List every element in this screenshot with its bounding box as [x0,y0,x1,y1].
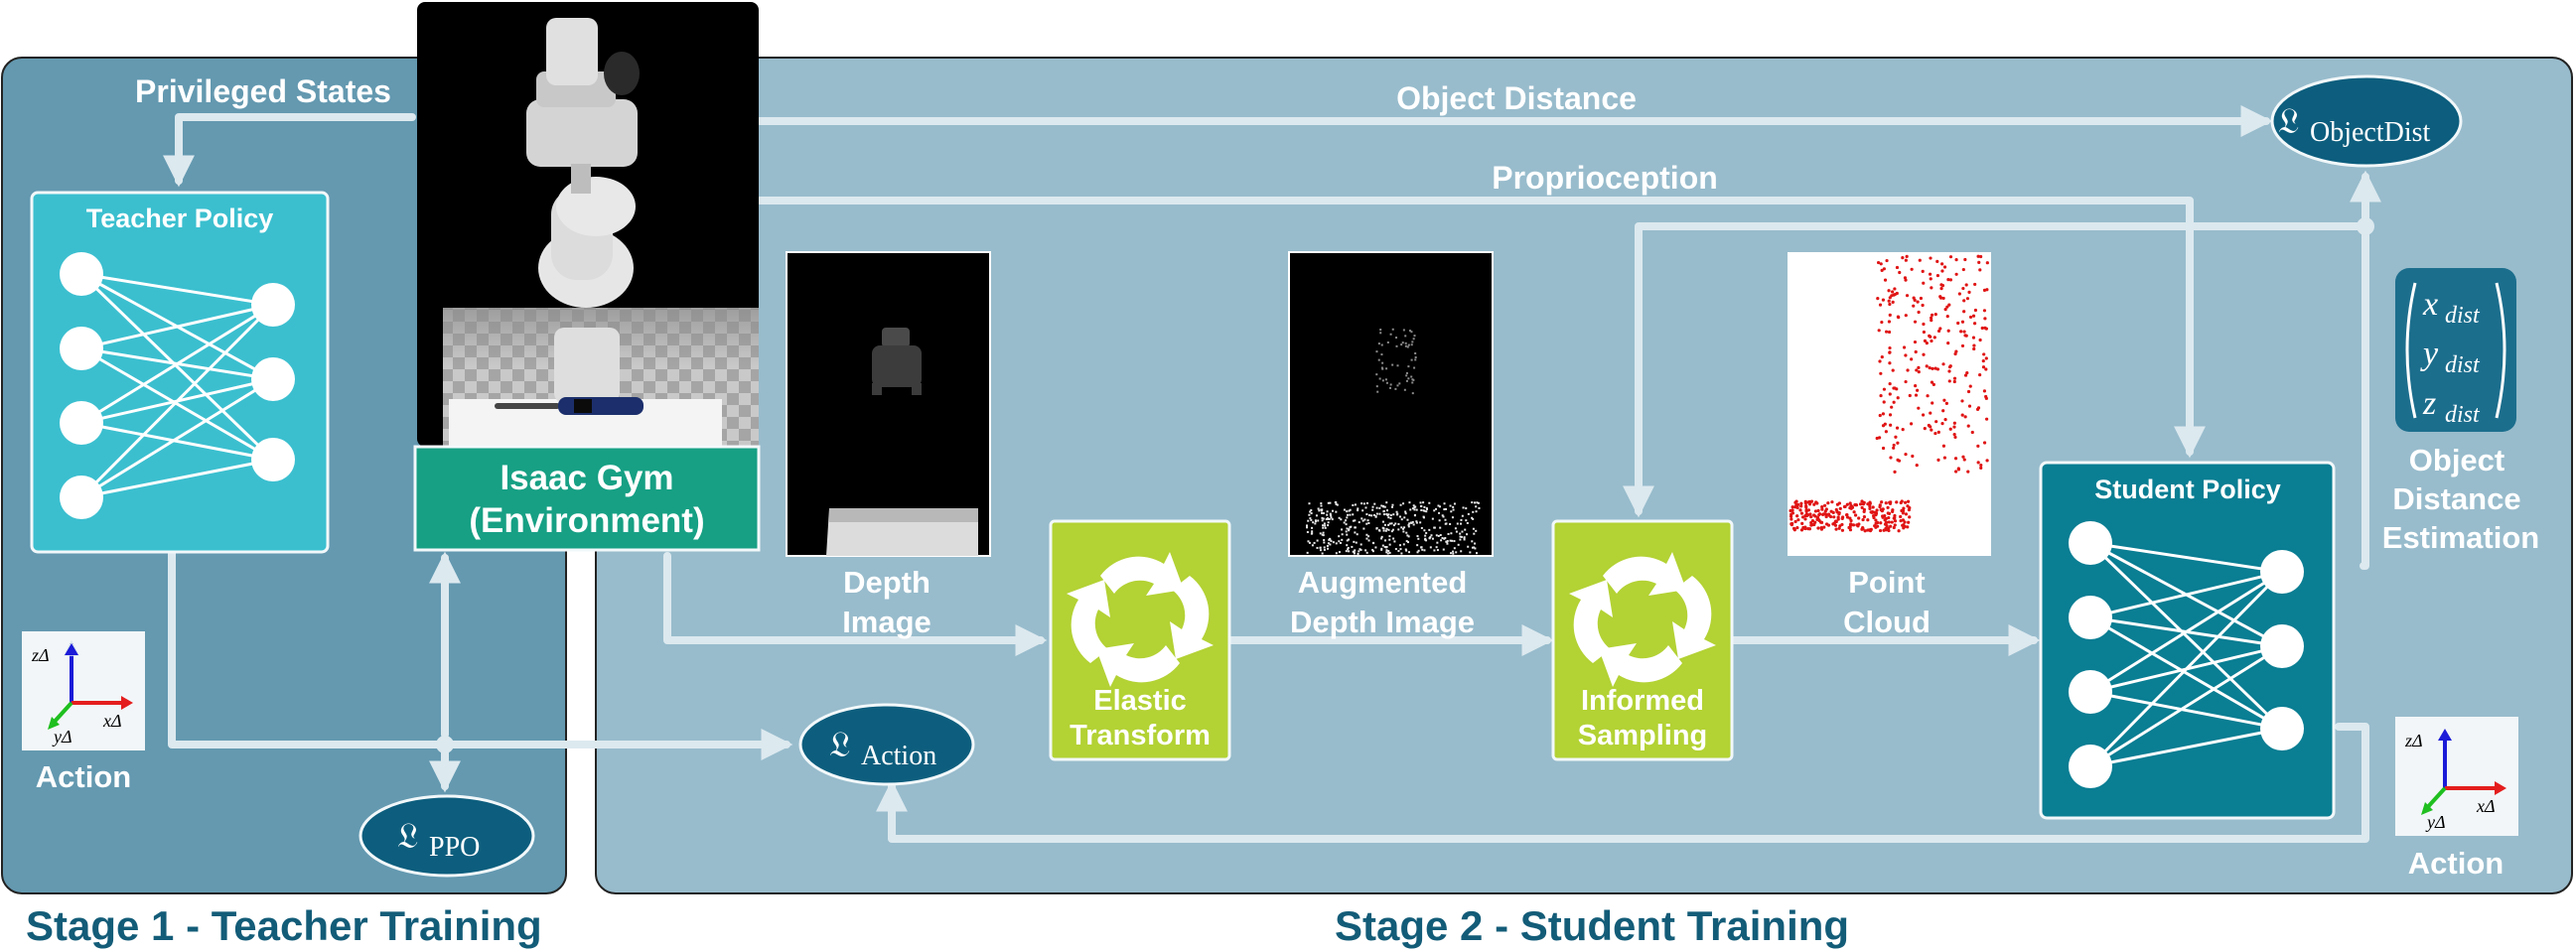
axis-y-label-left: yΔ [52,727,72,747]
isaac-gym-render [417,2,759,447]
augmented-depth-label-2: Depth Image [1290,605,1475,639]
environment-box [413,445,761,552]
loss-action [798,703,975,786]
loss-ppo-symbol: 𝔏 [397,816,418,856]
cycle-arrows-icon [1569,552,1716,687]
elastic-transform-line1: Elastic [1093,685,1187,717]
depth-image-label-2: Image [842,605,931,639]
point-cloud-label-1: Point [1848,565,1926,600]
augmented-depth-label-1: Augmented [1298,565,1468,600]
proprioception-arrow [756,197,2206,459]
environment-line2: (Environment) [469,501,704,540]
point-cloud-label-2: Cloud [1843,605,1931,639]
axis-y-label-right: yΔ [2425,812,2446,832]
action-frame-icon-left [22,631,145,750]
action-label-right: Action [2408,846,2504,881]
cycle-arrows-icon [1067,552,1214,687]
loss-ppo [358,794,535,878]
junction-dot [2357,217,2374,235]
distance-estimation-label-1: Object [2409,443,2504,477]
action-label-left: Action [36,759,131,794]
stage2-title: Stage 2 - Student Training [1335,902,1849,949]
proprioception-label: Proprioception [1492,160,1718,196]
environment-line1: Isaac Gym [500,459,673,497]
proprioception-to-sampling-arrow [1623,222,2369,518]
loss-ppo-subscript: PPO [429,832,480,863]
distance-estimation-label-2: Distance [2392,481,2520,516]
student-network-nodes [2069,521,2304,788]
distance-vector-box [2395,268,2516,432]
y-dist-var: y [2420,336,2439,372]
depth-to-elastic-arrow [663,552,1048,656]
vector-bracket-right [2495,282,2506,419]
student-policy-title: Student Policy [2094,475,2281,504]
loss-objectdist-symbol: 𝔏 [2278,101,2299,141]
y-dist-sub: dist [2445,352,2481,378]
vector-bracket-left [2405,282,2417,419]
junction-dot [436,736,454,753]
distance-estimation-label-3: Estimation [2382,520,2539,555]
loss-objectdist [2270,74,2463,168]
z-dist-var: z [2422,385,2436,422]
loss-objectdist-subscript: ObjectDist [2310,117,2431,148]
point-cloud-render [1788,252,1991,556]
depth-image-render [786,251,991,557]
informed-sampling-line2: Sampling [1578,720,1708,751]
teacher-policy-title: Teacher Policy [86,204,274,233]
action-frame-icon-right [2395,717,2518,836]
elastic-transform-line2: Transform [1070,720,1211,751]
screwdriver-icon [495,397,644,415]
student-network-edges [2088,541,2284,768]
informed-sampling-box [1551,519,1734,761]
teacher-network-edges [79,272,275,499]
stage1-title: Stage 1 - Teacher Training [26,902,542,949]
x-dist-var: x [2422,286,2438,323]
distance-estimate-arrow [2350,170,2381,570]
privileged-states-label: Privileged States [135,73,391,109]
axis-z-label-left: zΔ [31,645,50,665]
loss-action-symbol: 𝔏 [829,725,850,764]
student-action-arrow [876,723,2369,843]
x-dist-sub: dist [2445,303,2481,329]
teacher-network-nodes [60,252,295,519]
loss-action-subscript: Action [861,741,936,771]
elastic-transform-box [1049,519,1231,761]
axis-x-label-left: xΔ [102,711,122,731]
object-distance-label: Object Distance [1396,80,1637,116]
privileged-states-arrow [163,113,416,188]
depth-image-label-1: Depth [843,565,930,600]
augmented-depth-image-render [1288,251,1494,557]
robot-arm-icon [526,18,640,403]
teacher-action-arrow [168,548,793,760]
axis-z-label-right: zΔ [2404,731,2423,750]
axis-x-label-right: xΔ [2476,796,2496,816]
z-dist-sub: dist [2445,402,2481,428]
informed-sampling-line1: Informed [1581,685,1704,717]
